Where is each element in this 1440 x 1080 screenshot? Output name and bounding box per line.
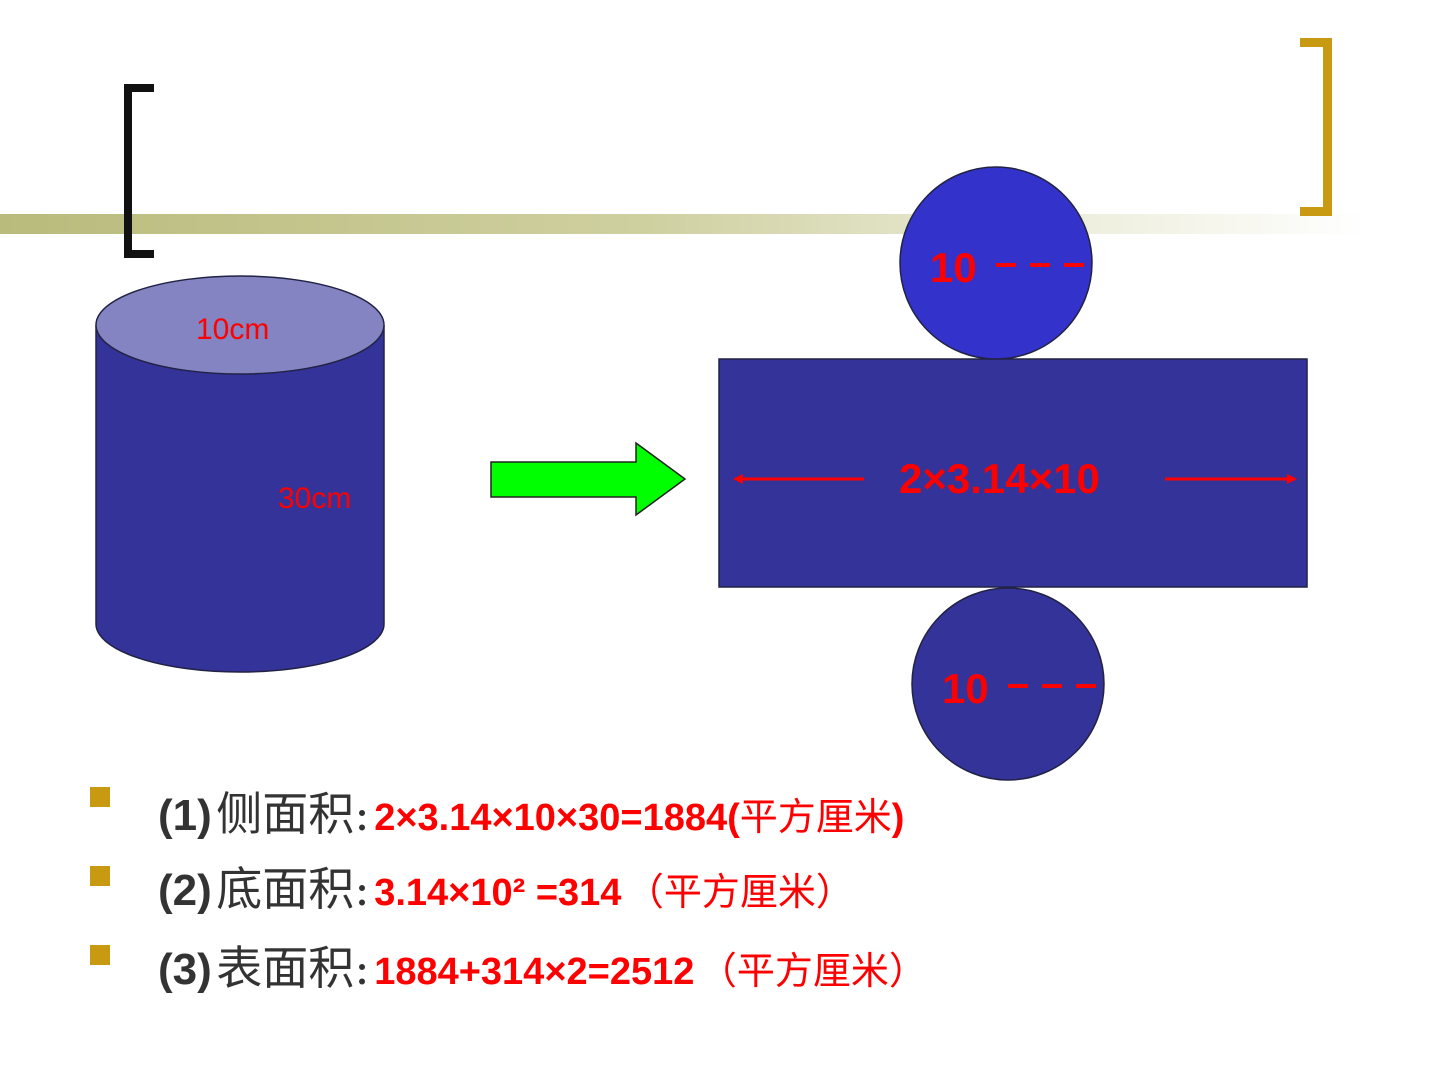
item-unit: 平方厘米 — [739, 795, 892, 839]
right-bracket-decoration — [1300, 38, 1332, 216]
net-lateral-rectangle — [718, 358, 1308, 588]
bullet-marker — [90, 945, 110, 965]
cylinder-top-face — [95, 275, 385, 375]
bullet-marker — [90, 866, 110, 886]
cylinder-radius-label: 10cm — [196, 313, 270, 346]
item-unit: （平方厘米） — [698, 949, 927, 993]
item-formula: 3.14×10² =314 — [374, 872, 622, 914]
item-separator: : — [354, 862, 370, 916]
item-number: (3) — [158, 945, 212, 994]
list-item: (2) 底面积: 3.14×10² =314 （平方厘米） — [158, 853, 854, 919]
item-number: (1) — [158, 791, 212, 840]
item-name: 底面积 — [216, 862, 355, 916]
cylinder-height-label: 30cm — [278, 482, 352, 515]
item-separator: : — [354, 941, 370, 995]
item-formula: 1884+314×2=2512 — [374, 951, 695, 993]
cylinder-body — [95, 325, 385, 673]
item-close: ) — [891, 797, 905, 839]
item-number: (2) — [158, 866, 212, 915]
item-name: 表面积 — [216, 941, 355, 995]
item-separator: : — [354, 787, 370, 841]
list-item: (3) 表面积: 1884+314×2=2512 （平方厘米） — [158, 932, 927, 998]
right-arrow-icon — [490, 441, 687, 517]
top-circle-radius-label: 10 — [930, 244, 977, 291]
cylinder — [95, 275, 385, 673]
item-formula: 2×3.14×10×30=1884( — [374, 797, 740, 839]
bottom-circle-radius-label: 10 — [942, 665, 989, 712]
item-unit: （平方厘米） — [625, 870, 854, 914]
list-item: (1) 侧面积: 2×3.14×10×30=1884(平方厘米) — [158, 778, 904, 844]
rectangle-length-label: 2×3.14×10 — [899, 455, 1100, 502]
item-name: 侧面积 — [216, 787, 355, 841]
left-bracket-decoration — [124, 84, 154, 258]
bullet-marker — [90, 787, 110, 807]
